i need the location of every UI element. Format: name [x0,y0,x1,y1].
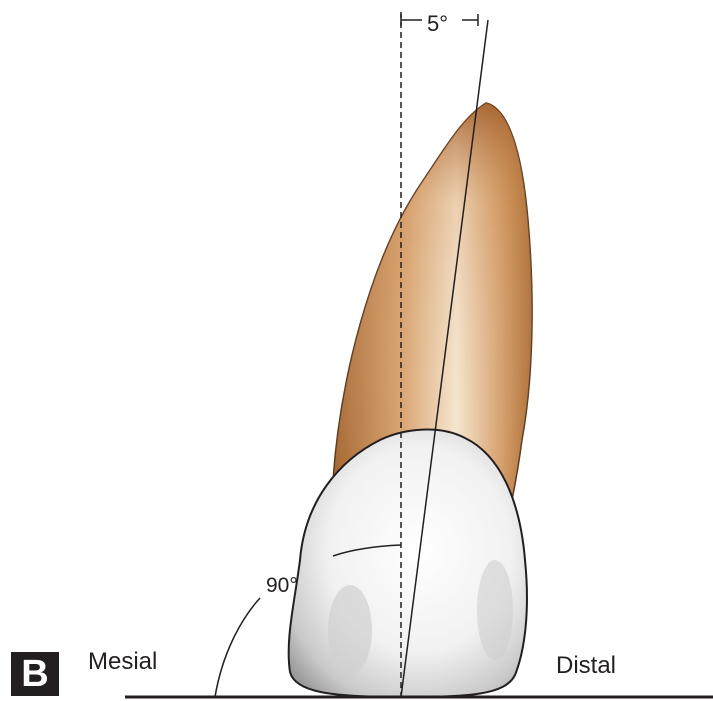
panel-letter: B [11,652,59,696]
angle-top-label: 5° [427,11,448,36]
angle-crown-label: 90° [266,574,298,597]
crown-highlight [477,560,513,660]
crown-highlight [328,585,372,675]
angle-90-arc [215,598,260,697]
distal-label: Distal [556,652,616,679]
mesial-label: Mesial [88,648,157,675]
